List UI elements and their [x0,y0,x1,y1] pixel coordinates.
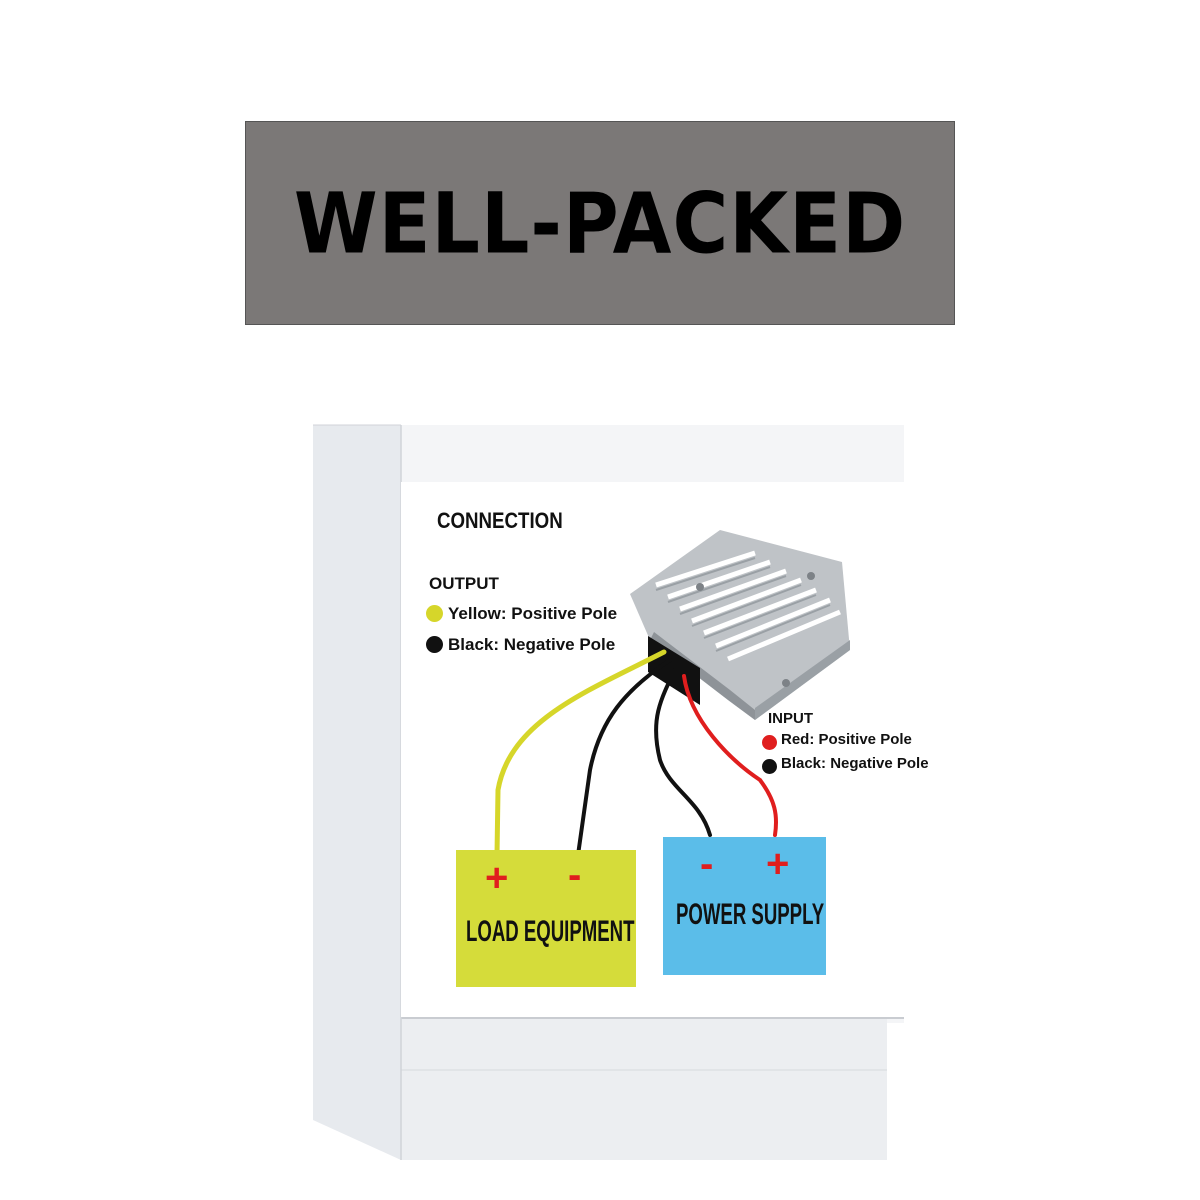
output-negative-label: Black: Negative Pole [448,635,616,654]
red-dot-icon [762,735,777,750]
input-negative-label: Black: Negative Pole [781,755,929,772]
box-side-panel [313,425,401,1160]
power-supply-title: POWER SUPPLY [676,898,825,931]
load-plus-sign: + [485,856,509,900]
supply-plus-sign: + [766,842,790,886]
output-title: OUTPUT [429,574,499,593]
black-dot-icon [762,759,777,774]
well-packed-banner: WELL-PACKED [245,121,955,325]
black-dot-icon [426,636,443,653]
load-equipment-block [456,850,636,987]
supply-minus-sign: - [700,842,714,886]
power-supply-block [663,837,826,975]
output-positive-label: Yellow: Positive Pole [448,604,618,623]
box-bottom-band [401,1018,887,1160]
load-minus-sign: - [568,853,582,897]
load-equipment-title: LOAD EQUIPMENT [466,915,635,948]
banner-title: WELL-PACKED [293,174,907,272]
connection-heading: CONNECTION [437,508,563,533]
input-positive-label: Red: Positive Pole [781,731,912,748]
yellow-dot-icon [426,605,443,622]
input-title: INPUT [768,710,813,727]
